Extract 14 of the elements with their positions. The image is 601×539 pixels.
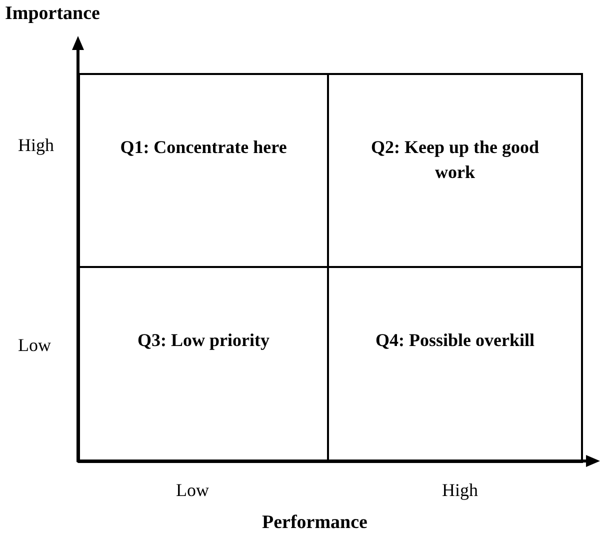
quadrant-box [78, 73, 329, 268]
axis-tick-label: High [18, 135, 54, 156]
axis-tick-label: Low [18, 335, 51, 356]
quadrant-label: Q3: Low priority [136, 329, 270, 352]
quadrant-label: Q4: Possible overkill [374, 329, 536, 352]
quadrant-box [327, 266, 583, 463]
axis-tick-label: Low [176, 480, 209, 501]
quadrant-label: Q2: Keep up the good work [370, 136, 540, 184]
axis-tick-label: High [442, 480, 478, 501]
quadrant-label: Q1: Concentrate here [119, 136, 288, 159]
quadrant-box [78, 266, 329, 463]
axis-title: Performance [262, 512, 368, 534]
axis-title: Importance [5, 3, 100, 25]
quadrant-box [327, 73, 583, 268]
